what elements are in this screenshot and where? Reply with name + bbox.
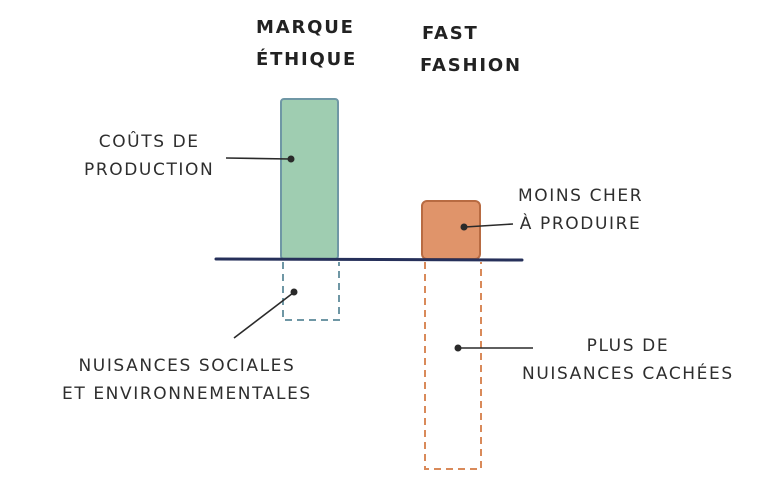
header-fast-line1: FAST — [422, 23, 479, 44]
label-nuisances-line2: ET ENVIRONNEMENTALES — [62, 384, 312, 404]
leader-moins-cher — [464, 223, 514, 228]
header-fast-fashion: FAST FASHION — [420, 18, 522, 82]
dot-nuisances — [290, 288, 298, 296]
label-plus-nuisances: PLUS DE NUISANCES CACHÉES — [522, 332, 734, 388]
label-moins-cher: MOINS CHER À PRODUIRE — [518, 182, 643, 238]
label-nuisances-sociales: NUISANCES SOCIALES ET ENVIRONNEMENTALES — [62, 352, 312, 408]
dot-couts — [287, 155, 295, 163]
label-moins-line1: MOINS CHER — [518, 186, 644, 206]
label-plus-line2: NUISANCES CACHÉES — [522, 364, 734, 384]
header-marque-line1: MARQUE — [256, 17, 355, 38]
leader-nuisances — [233, 292, 294, 339]
label-plus-line1: PLUS DE — [586, 336, 670, 356]
label-couts-production: COÛTS DE PRODUCTION — [84, 128, 214, 184]
header-marque-ethique: MARQUE ÉTHIQUE — [256, 12, 357, 76]
fast-fashion-nuisance-bar — [424, 262, 482, 470]
label-moins-line2: À PRODUIRE — [519, 214, 642, 234]
dot-moins-cher — [460, 223, 468, 231]
fast-fashion-cost-bar — [421, 200, 481, 260]
ethique-cost-bar — [280, 98, 339, 260]
header-marque-line2: ÉTHIQUE — [256, 49, 358, 70]
header-fast-line2: FASHION — [420, 55, 522, 76]
ethique-nuisance-bar — [282, 262, 340, 321]
baseline-axis — [214, 257, 524, 262]
label-couts-line1: COÛTS DE — [98, 132, 200, 152]
leader-couts — [225, 157, 291, 160]
dot-plus — [454, 344, 462, 352]
label-couts-line2: PRODUCTION — [84, 160, 215, 180]
label-nuisances-line1: NUISANCES SOCIALES — [78, 356, 296, 376]
